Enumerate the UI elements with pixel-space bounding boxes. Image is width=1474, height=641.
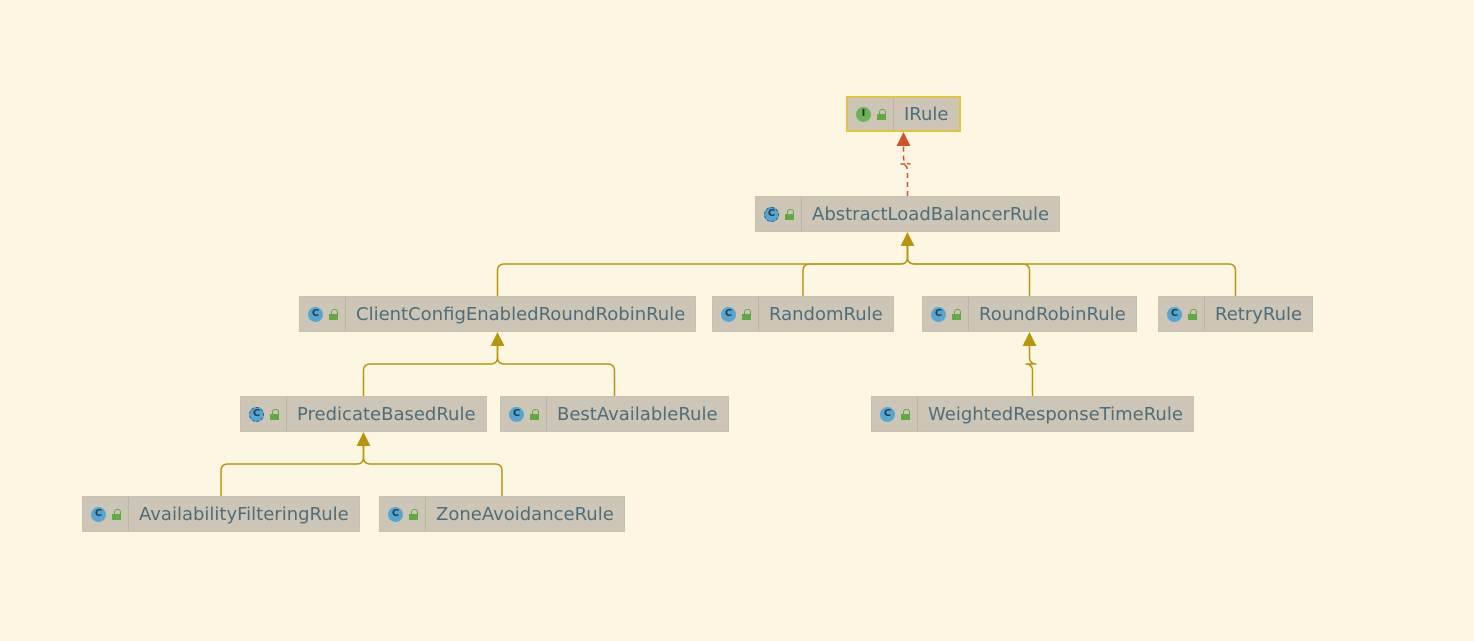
node-best-available-rule[interactable]: C BestAvailableRule: [500, 396, 729, 432]
edge-zone-to-predicate: [362, 446, 503, 496]
node-abstract-load-balancer-rule[interactable]: C AbstractLoadBalancerRule: [755, 196, 1061, 232]
node-icons: C: [756, 197, 802, 231]
public-lock-icon: [529, 408, 540, 420]
node-label: RetryRule: [1215, 303, 1303, 325]
class-icon: C: [721, 306, 736, 322]
node-icons: I: [848, 98, 894, 130]
class-icon: C: [880, 406, 895, 422]
node-label: RoundRobinRule: [979, 303, 1126, 325]
node-label: AvailabilityFilteringRule: [139, 503, 349, 525]
arrowhead-client: [490, 332, 505, 346]
node-zone-avoidance-rule[interactable]: C ZoneAvoidanceRule: [379, 496, 625, 532]
public-lock-icon: [951, 308, 962, 320]
edge-roundrobin-to-abstract: [906, 246, 1031, 296]
public-lock-icon: [111, 508, 122, 520]
public-lock-icon: [900, 408, 911, 420]
class-icon: C: [1167, 306, 1182, 322]
class-icon: C: [308, 306, 323, 322]
node-label: IRule: [904, 103, 949, 125]
edge-bestavail-to-client: [496, 346, 616, 396]
node-label: WeightedResponseTimeRule: [928, 403, 1183, 425]
arrowhead-predicate: [356, 432, 371, 446]
edge-random-to-abstract: [802, 246, 909, 296]
node-round-robin-rule[interactable]: C RoundRobinRule: [922, 296, 1137, 332]
node-icons: C: [923, 297, 969, 331]
edge-weighted-to-roundrobin: [1025, 346, 1037, 396]
node-label: PredicateBasedRule: [297, 403, 476, 425]
arrowhead-roundrobin: [1022, 332, 1037, 346]
edge-abstract-to-irule: [900, 146, 911, 196]
arrowhead-irule: [896, 132, 911, 146]
class-icon: C: [91, 506, 106, 522]
abstract-class-icon: C: [249, 406, 264, 422]
interface-icon: I: [856, 106, 871, 122]
node-icons: C: [1159, 297, 1205, 331]
node-label: ZoneAvoidanceRule: [436, 503, 614, 525]
node-irule[interactable]: I IRule: [846, 96, 961, 132]
public-lock-icon: [741, 308, 752, 320]
node-icons: C: [241, 397, 287, 431]
node-icons: C: [83, 497, 129, 531]
node-label: AbstractLoadBalancerRule: [812, 203, 1050, 225]
node-retry-rule[interactable]: C RetryRule: [1158, 296, 1314, 332]
public-lock-icon: [1187, 308, 1198, 320]
class-icon: C: [931, 306, 946, 322]
node-label: ClientConfigEnabledRoundRobinRule: [356, 303, 686, 325]
arrowhead-abstract: [900, 232, 915, 246]
public-lock-icon: [408, 508, 419, 520]
public-lock-icon: [328, 308, 339, 320]
node-label: BestAvailableRule: [557, 403, 718, 425]
edge-predicate-to-client: [362, 346, 499, 396]
class-icon: C: [388, 506, 403, 522]
node-icons: C: [300, 297, 346, 331]
edge-availfilter-to-predicate: [220, 446, 365, 496]
class-icon: C: [509, 406, 524, 422]
node-label: RandomRule: [769, 303, 883, 325]
node-icons: C: [713, 297, 759, 331]
node-icons: C: [380, 497, 426, 531]
abstract-class-icon: C: [764, 206, 779, 222]
node-availability-filtering-rule[interactable]: C AvailabilityFilteringRule: [82, 496, 360, 532]
node-predicate-based-rule[interactable]: C PredicateBasedRule: [240, 396, 487, 432]
node-random-rule[interactable]: C RandomRule: [712, 296, 894, 332]
public-lock-icon: [269, 408, 280, 420]
node-weighted-response-time-rule[interactable]: C WeightedResponseTimeRule: [871, 396, 1194, 432]
edge-client-to-abstract: [496, 246, 909, 296]
node-icons: C: [872, 397, 918, 431]
edge-retry-to-abstract: [906, 246, 1237, 296]
node-icons: C: [501, 397, 547, 431]
public-lock-icon: [784, 208, 795, 220]
public-lock-icon: [876, 108, 887, 120]
node-client-config-enabled-round-robin-rule[interactable]: C ClientConfigEnabledRoundRobinRule: [299, 296, 697, 332]
